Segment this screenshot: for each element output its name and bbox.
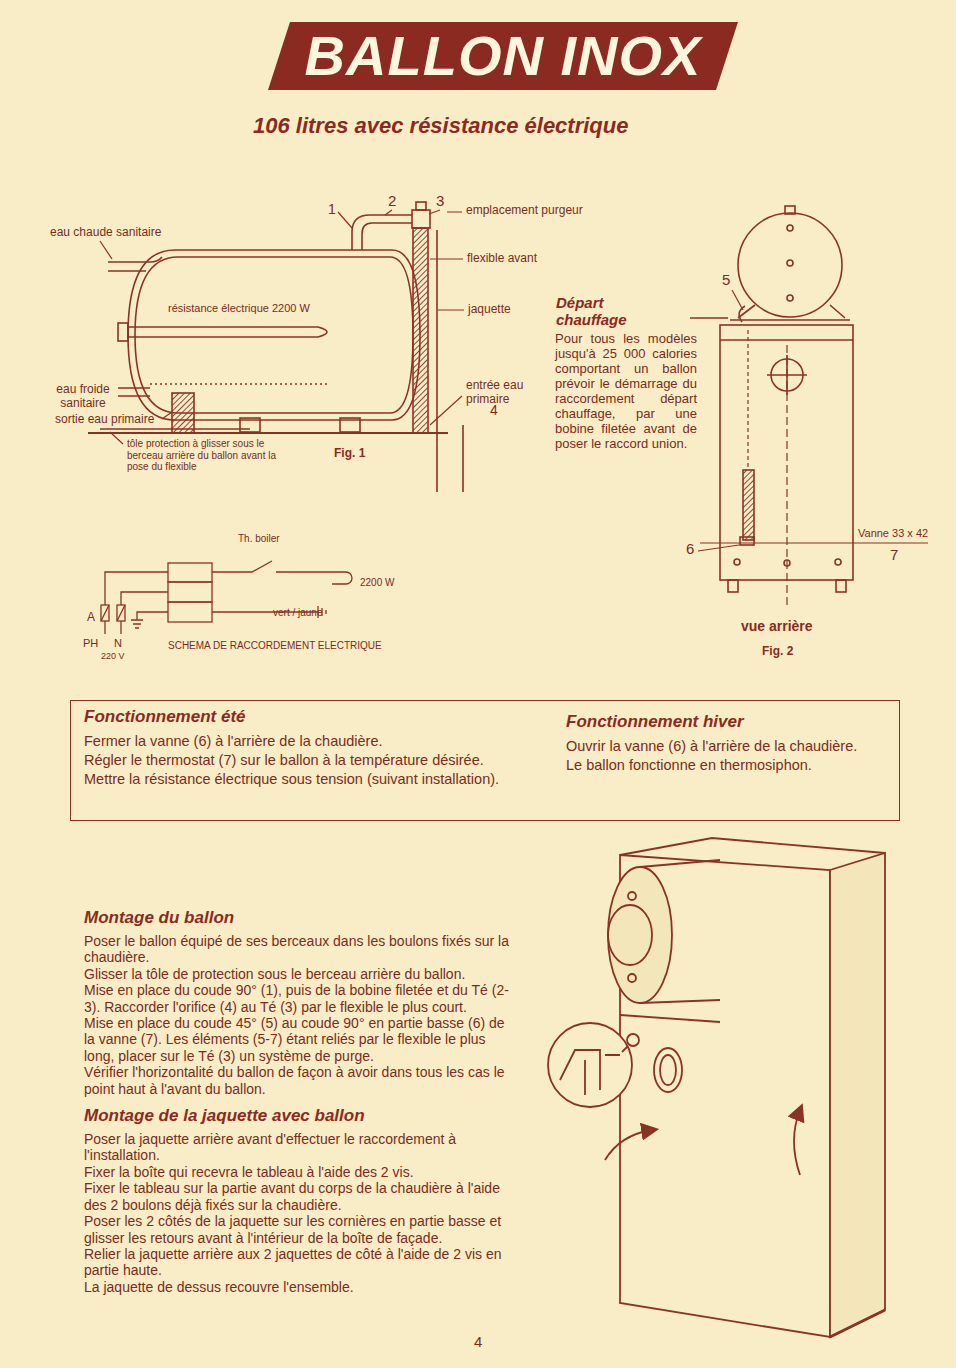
label: 106 litres avec résistance électrique — [253, 113, 628, 138]
box-text: Régler le thermostat (7) sur le ballon à… — [84, 751, 554, 770]
label: A — [87, 611, 95, 625]
paragraph: Relier la jaquette arrière aux 2 jaquett… — [84, 1246, 514, 1279]
label: Th. boiler — [238, 533, 280, 545]
paragraph: Mise en place du coude 90° (1), puis de … — [84, 982, 514, 1015]
label: 2200 W — [360, 577, 394, 589]
label: flexible avant — [467, 252, 537, 266]
label: eau chaude sanitaire — [50, 226, 161, 240]
box-text: Fermer la vanne (6) à l'arrière de la ch… — [84, 732, 554, 751]
box-text: Ouvrir la vanne (6) à l'arrière de la ch… — [566, 737, 891, 756]
info-box: Fonctionnement étéFermer la vanne (6) à … — [70, 700, 900, 821]
label: eau froide sanitaire — [50, 383, 116, 411]
label: 220 V — [101, 651, 125, 661]
label: SCHEMA DE RACCORDEMENT ELECTRIQUE — [168, 640, 382, 652]
label: Pour tous les modèles jusqu'à 25 000 cal… — [555, 332, 697, 452]
callout-number: 4 — [490, 402, 498, 418]
label: entrée eau primaire — [466, 379, 538, 407]
callout-number: 7 — [890, 546, 898, 563]
label: Vanne 33 x 42 — [858, 527, 928, 540]
label: N — [114, 637, 122, 650]
paragraph: Vérifier l'horizontalité du ballon de fa… — [84, 1064, 514, 1097]
callout-number: 6 — [686, 540, 694, 557]
label: emplacement purgeur — [466, 204, 583, 218]
text-column: Montage du ballonPoser le ballon équipé … — [84, 908, 514, 1295]
callout-number: 5 — [722, 271, 730, 288]
section-heading: Montage du ballon — [84, 908, 514, 928]
label: résistance électrique 2200 W — [168, 302, 310, 315]
label: sortie eau primaire — [55, 413, 154, 427]
paragraph: La jaquette de dessus recouvre l'ensembl… — [84, 1279, 514, 1295]
paragraph: Poser la jaquette arrière avant d'effect… — [84, 1131, 514, 1164]
callout-number: 4 — [474, 1333, 482, 1350]
rear-view-figure — [690, 206, 928, 608]
paragraph: Mise en place du coude 45° (5) au coude … — [84, 1015, 514, 1064]
box-text: Le ballon fonctionne en thermosiphon. — [566, 756, 891, 775]
wiring-diagram — [101, 561, 352, 634]
boiler-illustration — [548, 838, 885, 1337]
label: vert / jaune — [273, 607, 322, 619]
ballon-figure — [88, 202, 464, 492]
box-body: Ouvrir la vanne (6) à l'arrière de la ch… — [566, 737, 891, 775]
label: jaquette — [468, 303, 511, 317]
label: PH — [83, 637, 98, 650]
label: vue arrière — [741, 618, 813, 634]
paragraph: Fixer la boîte qui recevra le tableau à … — [84, 1164, 514, 1180]
label: Départ chauffage — [556, 294, 656, 329]
label: Fig. 1 — [334, 447, 365, 461]
label: tôle protection à glisser sous le bercea… — [127, 438, 277, 473]
box-heading: Fonctionnement hiver — [566, 712, 744, 732]
callout-number: 1 — [328, 201, 336, 217]
label: Fig. 2 — [762, 645, 793, 659]
callout-number: 3 — [436, 192, 444, 209]
section-heading: Montage de la jaquette avec ballon — [84, 1106, 514, 1126]
callout-number: 2 — [388, 192, 396, 209]
box-body: Fermer la vanne (6) à l'arrière de la ch… — [84, 732, 554, 789]
paragraph: Fixer le tableau sur la partie avant du … — [84, 1180, 514, 1213]
title: BALLON INOX — [268, 22, 738, 90]
box-text: Mettre la résistance électrique sous ten… — [84, 770, 554, 789]
paragraph: Poser les 2 côtés de la jaquette sur les… — [84, 1213, 514, 1246]
paragraph: Poser le ballon équipé de ses berceaux d… — [84, 933, 514, 966]
paragraph: Glisser la tôle de protection sous le be… — [84, 966, 514, 982]
box-heading: Fonctionnement été — [84, 707, 246, 727]
title-banner — [268, 22, 738, 90]
